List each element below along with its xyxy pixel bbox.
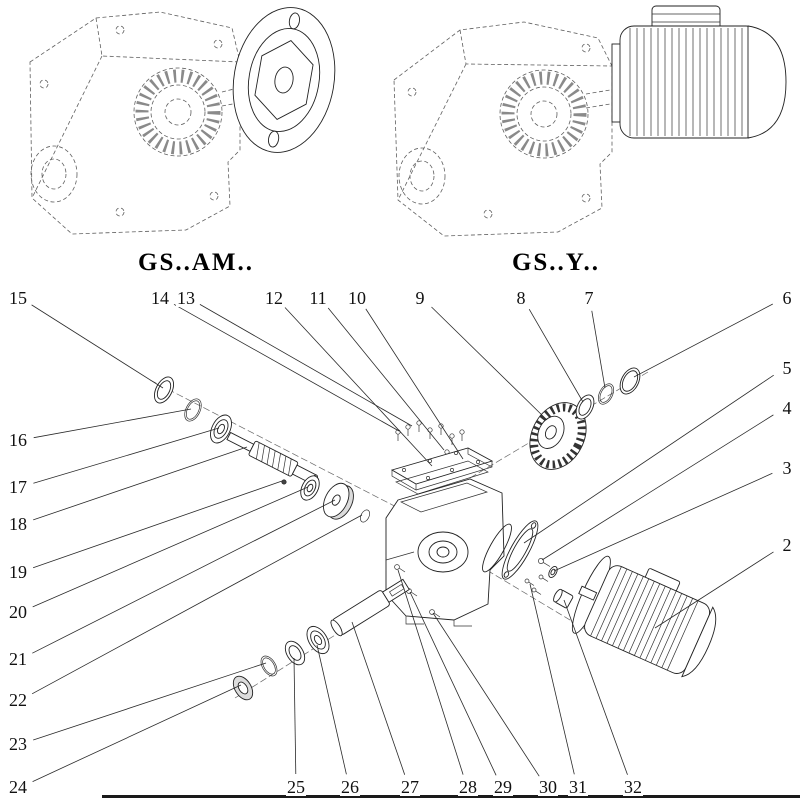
callout-31: 31: [568, 777, 588, 797]
part-gasket: [395, 460, 489, 495]
gsy-motor: [611, 5, 787, 139]
callout-24: 24: [8, 777, 28, 797]
gsam-output-flange: [232, 7, 336, 153]
callout-9: 9: [414, 288, 426, 308]
callout-3: 3: [781, 458, 793, 478]
gsy-gearbox-outline: [393, 21, 623, 237]
part-bolt-4: [538, 558, 551, 567]
label-gs-am: GS..AM..: [138, 249, 254, 276]
callout-7: 7: [583, 288, 595, 308]
callout-16: 16: [8, 430, 28, 450]
callout-4: 4: [781, 398, 793, 418]
callout-26: 26: [340, 777, 360, 797]
callout-22: 22: [8, 690, 28, 710]
callout-10: 10: [347, 288, 367, 308]
callout-6: 6: [781, 288, 793, 308]
page-edge-line: [102, 795, 800, 798]
callout-29: 29: [493, 777, 513, 797]
callout-21: 21: [8, 649, 28, 669]
callout-5: 5: [781, 358, 793, 378]
callout-15: 15: [8, 288, 28, 308]
callout-14: 14: [150, 288, 170, 308]
label-gs-y: GS..Y..: [511, 249, 601, 276]
callout-30: 30: [538, 777, 558, 797]
callout-13: 13: [176, 288, 196, 308]
callout-18: 18: [8, 514, 28, 534]
callout-32: 32: [623, 777, 643, 797]
callout-23: 23: [8, 734, 28, 754]
callout-17: 17: [8, 477, 28, 497]
callout-19: 19: [8, 562, 28, 582]
callout-11: 11: [308, 288, 328, 308]
callout-25: 25: [286, 777, 306, 797]
callout-28: 28: [458, 777, 478, 797]
callout-20: 20: [8, 602, 28, 622]
callout-8: 8: [515, 288, 527, 308]
callout-2: 2: [781, 535, 793, 555]
callout-12: 12: [264, 288, 284, 308]
callout-27: 27: [400, 777, 420, 797]
